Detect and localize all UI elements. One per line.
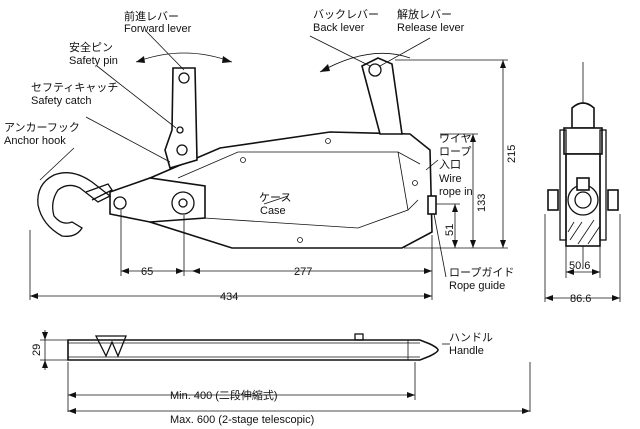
dimension-434: 434 (220, 291, 238, 303)
side-view-vertical-dimensions: 215 133 51 (395, 59, 518, 249)
end-view (547, 62, 619, 268)
end-view-side-plate-left (559, 129, 567, 241)
forward-lever-pin (176, 144, 188, 156)
side-view (37, 52, 437, 249)
case-inner-line (177, 151, 421, 179)
rope-guide-label-jp: ロープガイド (449, 266, 514, 279)
case-inner-diag (397, 151, 409, 211)
safety-pin-label-en: Safety pin (69, 55, 118, 67)
end-view-bolt-right (607, 189, 619, 211)
anchor-pin-plate (109, 177, 206, 223)
anchor-hook-label-en: Anchor hook (4, 135, 66, 147)
forward-lever-label-jp: 前進レバー (124, 9, 179, 23)
release-lever-label-en: Release lever (397, 22, 465, 34)
end-view-hatching (567, 219, 601, 245)
forward-lever-top-hole (178, 72, 190, 84)
handle-dimensions: 29 Min. 400 (二段伸縮式) Max. 600 (2-stage te… (31, 330, 531, 426)
handle-min-length: Min. 400 (二段伸縮式) (170, 388, 278, 402)
forward-lever-label-en: Forward lever (124, 23, 192, 35)
wire-rope-in-label-jp-3: 入口 (439, 159, 461, 171)
back-lever-top-hole (368, 63, 382, 77)
rope-guide-label-en: Rope guide (449, 280, 505, 292)
end-view-drum-inner (574, 191, 592, 209)
dimension-86-6: 86.6 (570, 293, 591, 305)
back-lever-label-jp: バックレバー (313, 8, 379, 21)
wire-rope-in-label-en-2: rope in (439, 186, 473, 198)
safety-catch (85, 183, 113, 201)
safety-pin-circle (176, 126, 184, 134)
handle-max-length: Max. 600 (2-stage telescopic) (170, 414, 314, 426)
safety-catch-label-jp: セフティキャッチ (31, 81, 118, 94)
dimension-65: 65 (141, 266, 153, 278)
anchor-pin (113, 196, 127, 210)
forward-lever (164, 67, 198, 169)
side-view-horizontal-dimensions: 65 277 434 (29, 210, 433, 303)
wire-rope-in-label-en-1: Wire (439, 173, 462, 185)
anchor-hook-label-jp: アンカーフック (4, 121, 80, 134)
end-view-lever (571, 102, 595, 129)
safety-pin-label-jp: 安全ピン (69, 40, 113, 54)
main-pin-inner (178, 198, 188, 208)
back-lever-arc (319, 52, 411, 73)
dimension-51: 51 (444, 224, 456, 236)
handle-label-jp: ハンドル (449, 332, 493, 344)
handle-lock-pin (354, 333, 364, 341)
end-view-body (565, 153, 601, 247)
safety-catch-label-en: Safety catch (31, 95, 92, 107)
end-view-side-plate-right (599, 129, 607, 241)
end-view-body-upper (563, 127, 603, 155)
wire-rope-in-label-jp-2: ロープ (439, 145, 471, 158)
dimension-215: 215 (506, 145, 518, 163)
case-label-jp: ケース (259, 191, 291, 204)
dimension-277: 277 (294, 266, 312, 278)
handle-view (67, 333, 439, 361)
end-view-dimensions: 50.6 86.6 (544, 214, 621, 305)
handle-label-en: Handle (449, 345, 484, 357)
handle-body (67, 339, 439, 361)
case-label-en: Case (260, 205, 286, 217)
anchor-hook (37, 172, 112, 237)
release-lever-label-jp: 解放レバー (397, 7, 452, 21)
side-view-labels: 前進レバー Forward lever バックレバー Back lever 解放… (4, 7, 514, 292)
leader-lines (39, 31, 447, 278)
case-inner-line-lower (203, 199, 419, 229)
wire-rope-in-label-jp-1: ワイヤ (439, 133, 472, 145)
dimension-133: 133 (476, 194, 488, 212)
back-lever (361, 57, 403, 135)
main-pin-outer (171, 191, 195, 215)
back-lever-label-en: Back lever (313, 22, 365, 34)
handle-clip (94, 335, 127, 358)
forward-lever-arc (135, 52, 233, 63)
dimension-29: 29 (31, 344, 43, 356)
dimension-50-6: 50.6 (569, 260, 590, 272)
end-view-nut (576, 177, 590, 191)
end-view-bolt-left (547, 189, 559, 211)
rope-guide (427, 195, 437, 215)
